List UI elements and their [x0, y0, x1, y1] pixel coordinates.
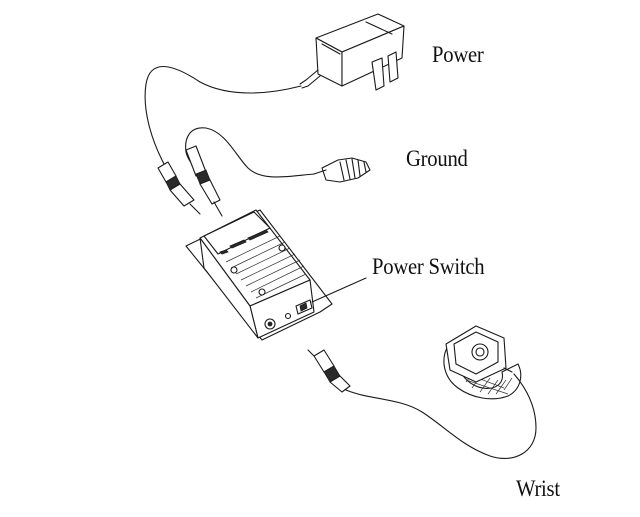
switch-leader-line: [311, 277, 367, 303]
power-plug: [157, 161, 201, 215]
ground-clip: [313, 157, 371, 183]
wrist-label: Wrist: [516, 476, 560, 501]
ground-cord: [185, 127, 315, 178]
wrist-plug: [307, 349, 351, 393]
main-unit: [185, 209, 333, 341]
wrist-cord: [345, 373, 537, 460]
power-adapter: [299, 13, 405, 91]
ground-plug: [185, 145, 223, 217]
ground-label: Ground: [406, 146, 468, 171]
power-label: Power: [432, 42, 484, 67]
wrist-strap: [443, 325, 522, 400]
power-switch-label: Power Switch: [372, 254, 485, 279]
